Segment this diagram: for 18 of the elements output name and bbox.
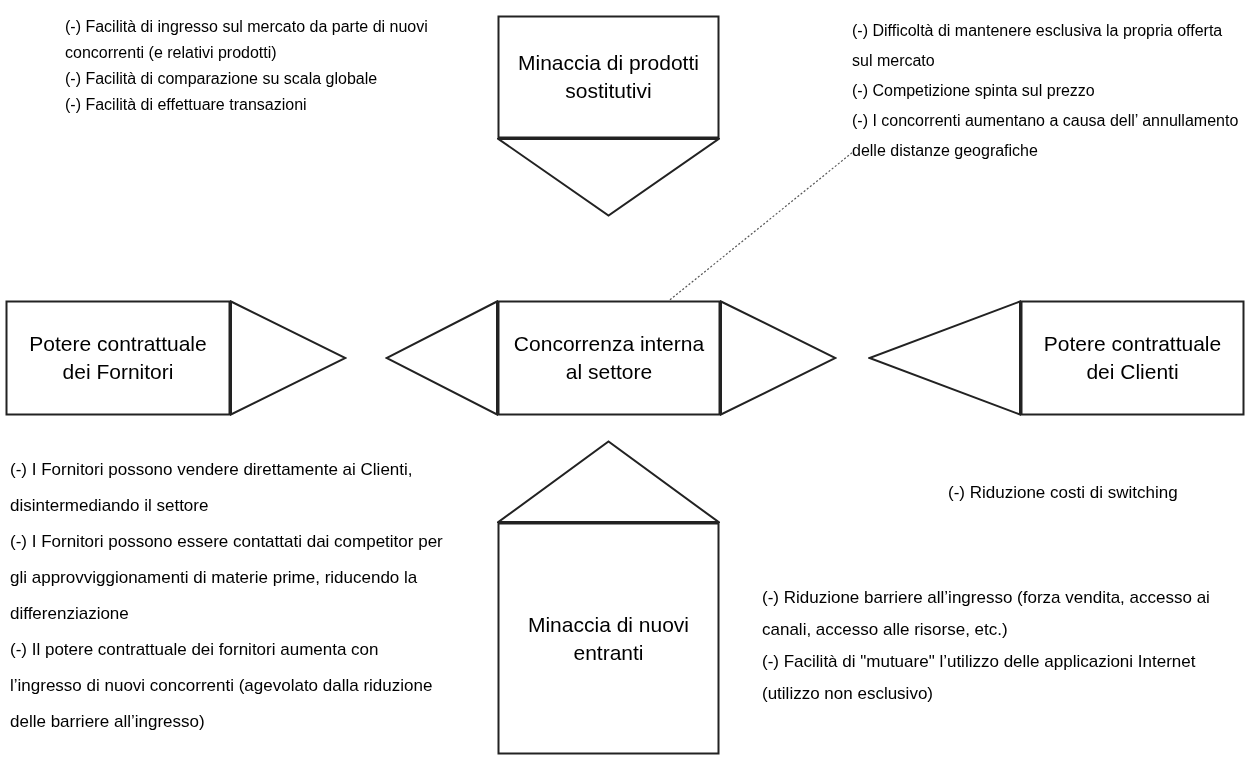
note-text: (-) I Fornitori possono vendere direttamente ai Clienti, disintermediando il settore <box>10 459 414 517</box>
node-title: Minaccia di nuovi entranti <box>526 611 691 666</box>
note-text: (-) I concorrenti aumentano a causa dell’ annullamento delle distanze geografiche <box>852 111 1240 161</box>
node-title: Minaccia di prodotti sostitutivi <box>517 50 700 104</box>
note-text: (-) Riduzione barriere all’ingresso (forza vendita, accesso ai canali, accesso alle risorse, etc.) <box>762 587 1211 641</box>
note-text: (-) Competizione spinta sul prezzo <box>852 81 1096 101</box>
note-text: (-) Il potere contrattuale dei fornitori aumenta con l’ingresso di nuovi concorrenti (agevolato dalla riduzione delle barriere all’ingresso) <box>10 639 434 733</box>
note-text: (-) I Fornitori possono essere contattati dai competitor per gli approvviggionamenti di materie prime, riducendo la differenziazione <box>10 531 444 625</box>
note-text: (-) Facilità di "mutuare" l’utilizzo delle applicazioni Internet (utilizzo non esclusivo) <box>762 651 1197 705</box>
node-title: Potere contrattuale dei Fornitori <box>28 331 208 385</box>
leader-line <box>669 152 853 301</box>
node-title: Concorrenza interna al settore <box>512 331 706 385</box>
note-text: (-) Riduzione costi di switching <box>948 482 1179 504</box>
note-text: (-) Facilità di effettuare transazioni <box>65 95 308 115</box>
note-text: (-) Difficoltà di mantenere esclusiva la propria offerta sul mercato <box>852 21 1224 71</box>
note-text: (-) Facilità di ingresso sul mercato da parte di nuovi concorrenti (e relativi prodotti) <box>65 17 429 63</box>
node-title: Potere contrattuale dei Clienti <box>1042 331 1223 385</box>
note-text: (-) Facilità di comparazione su scala globale <box>65 69 379 89</box>
